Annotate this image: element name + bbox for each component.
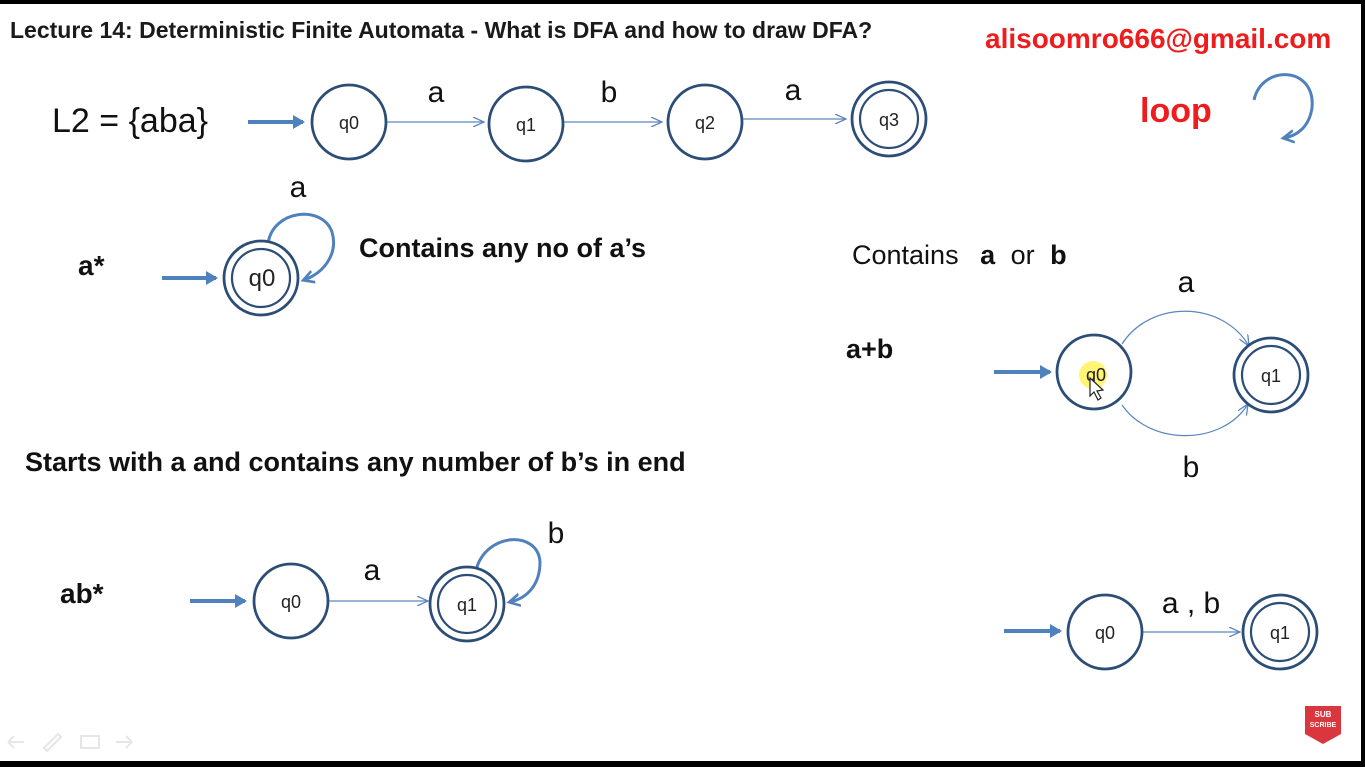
abstar-state-q1-final: q1	[428, 565, 506, 643]
aorb-description-a: a	[980, 240, 996, 270]
aorb-state-q1-final: q1	[1232, 336, 1310, 414]
aorb-upper-transition	[1121, 310, 1249, 346]
slideshow-toolbar[interactable]	[7, 732, 133, 753]
abstar-state-q1-label: q1	[457, 595, 477, 615]
astar-state-q0-label: q0	[249, 265, 276, 292]
ab-combined-state-q1-label: q1	[1270, 623, 1290, 643]
l2-state-q3-label: q3	[879, 110, 899, 130]
aorb-expression: a+b	[846, 334, 893, 364]
lecture-title: Lecture 14: Deterministic Finite Automat…	[10, 17, 872, 43]
l2-expression: L2 = {aba}	[52, 102, 208, 140]
loop-legend-arrow-icon	[1252, 73, 1314, 138]
abstar-expression: ab*	[60, 578, 104, 609]
aorb-description-prefix: Contains	[852, 240, 959, 270]
astar-state-q0: q0	[222, 239, 300, 317]
ab-combined-transition-label: a , b	[1162, 587, 1220, 620]
cursor-highlight	[1079, 361, 1107, 389]
aorb-state-q0-label: q0	[1086, 365, 1106, 385]
l2-state-q1: q1	[487, 85, 565, 163]
astar-automaton: a* a q0 Contains any no of a’s	[78, 171, 646, 317]
mouse-pointer-icon	[1089, 376, 1105, 401]
subscribe-badge[interactable]: SUB SCRIBE	[1305, 706, 1341, 744]
astar-loop-symbol: a	[290, 171, 307, 204]
abstar-state-q0-label: q0	[281, 592, 301, 612]
l2-state-q1-label: q1	[516, 115, 536, 135]
abstar-automaton: Starts with a and contains any number of…	[25, 447, 686, 643]
aorb-automaton: Contains a or b a+b a b q0 q1	[846, 240, 1310, 484]
bottom-border	[0, 761, 1365, 767]
aorb-state-q1-label: q1	[1261, 366, 1281, 386]
top-border	[0, 0, 1365, 4]
loop-legend-label: loop	[1140, 92, 1212, 130]
subscribe-line-2: SCRIBE	[1310, 722, 1337, 729]
aorb-state-q0: q0	[1055, 333, 1133, 411]
abstar-transition-label: a	[364, 554, 381, 587]
ab-combined-automaton: q0 a , b q1	[1004, 587, 1319, 671]
astar-expression: a*	[78, 250, 105, 281]
l2-transition-label-2: b	[601, 76, 618, 109]
l2-state-q0: q0	[310, 83, 388, 161]
aorb-lower-symbol: b	[1183, 451, 1200, 484]
menu-icon[interactable]	[80, 735, 100, 749]
abstar-self-loop	[474, 538, 542, 602]
l2-transition-label-1: a	[428, 76, 445, 109]
aorb-description-b: b	[1050, 240, 1067, 270]
author-email: alisoomro666@gmail.com	[985, 23, 1331, 54]
aorb-description-or: or	[1011, 240, 1035, 270]
l2-state-q0-label: q0	[339, 113, 359, 133]
subscribe-line-1: SUB	[1315, 710, 1332, 719]
ab-combined-state-q1-final: q1	[1241, 593, 1319, 671]
aorb-description: Contains a or b	[852, 240, 1067, 270]
ab-combined-state-q0-label: q0	[1095, 623, 1115, 643]
astar-description: Contains any no of a’s	[359, 233, 646, 263]
l2-transition-label-3: a	[785, 74, 802, 107]
l2-state-q2-label: q2	[695, 113, 715, 133]
l2-aba-automaton: L2 = {aba} q0 a q1 b q2 a q3	[52, 74, 928, 163]
ab-combined-state-q0: q0	[1066, 593, 1144, 671]
l2-state-q3-final: q3	[850, 80, 928, 158]
aorb-lower-transition	[1121, 404, 1248, 437]
abstar-state-q0: q0	[252, 562, 330, 640]
abstar-heading: Starts with a and contains any number of…	[25, 447, 686, 477]
subscribe-badge-shape[interactable]	[1305, 706, 1341, 744]
abstar-loop-symbol: b	[548, 517, 565, 550]
aorb-upper-symbol: a	[1178, 266, 1195, 299]
l2-state-q2: q2	[666, 83, 744, 161]
right-border	[1361, 0, 1365, 767]
pen-icon[interactable]	[42, 732, 63, 753]
previous-slide-icon[interactable]	[7, 735, 24, 749]
next-slide-icon[interactable]	[116, 735, 133, 749]
astar-self-loop	[266, 212, 335, 280]
